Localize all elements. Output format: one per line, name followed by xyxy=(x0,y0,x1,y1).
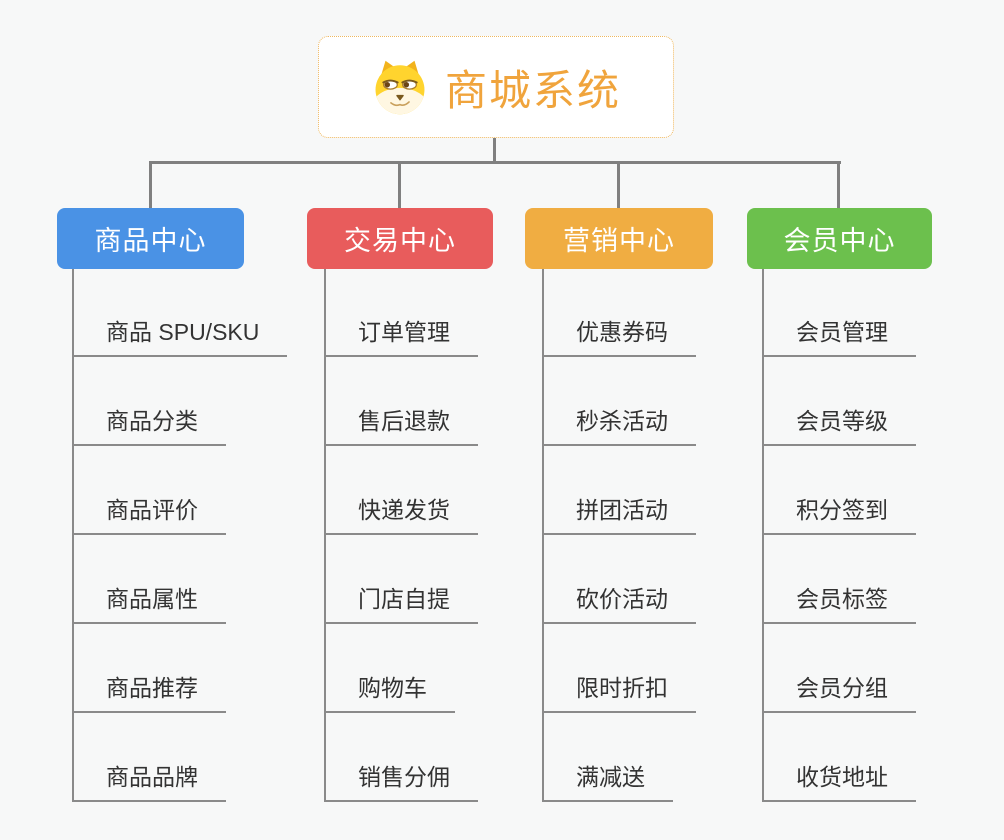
connector-root-stem xyxy=(493,136,496,164)
branch-box-trade-center[interactable]: 交易中心 xyxy=(307,208,493,269)
leaf-node[interactable]: 销售分佣 xyxy=(324,762,478,802)
root-node[interactable]: 商城系统 xyxy=(318,36,674,138)
connector-drop-trade xyxy=(398,161,401,209)
root-title: 商城系统 xyxy=(444,66,621,114)
leaf-node[interactable]: 订单管理 xyxy=(324,317,478,357)
leaf-node[interactable]: 拼团活动 xyxy=(542,495,696,535)
leaf-node[interactable]: 会员分组 xyxy=(762,673,916,713)
branch-box-member-center[interactable]: 会员中心 xyxy=(747,208,932,269)
leaf-node[interactable]: 满减送 xyxy=(542,762,673,802)
leaf-node[interactable]: 商品分类 xyxy=(72,406,226,446)
branch-box-marketing-center[interactable]: 营销中心 xyxy=(525,208,713,269)
connector-bus xyxy=(149,161,841,164)
leaf-node[interactable]: 收货地址 xyxy=(762,762,916,802)
leaf-node[interactable]: 会员管理 xyxy=(762,317,916,357)
connector-drop-marketing xyxy=(617,161,620,209)
leaf-node[interactable]: 商品评价 xyxy=(72,495,226,535)
leaf-node[interactable]: 会员标签 xyxy=(762,584,916,624)
branch-label: 会员中心 xyxy=(783,226,896,256)
leaf-node[interactable]: 会员等级 xyxy=(762,406,916,446)
leaf-node[interactable]: 优惠券码 xyxy=(542,317,696,357)
trunk-marketing xyxy=(542,268,544,802)
trunk-trade xyxy=(324,268,326,802)
leaf-node[interactable]: 售后退款 xyxy=(324,406,478,446)
leaf-node[interactable]: 砍价活动 xyxy=(542,584,696,624)
doge-icon xyxy=(371,58,429,116)
branch-label: 交易中心 xyxy=(344,226,456,256)
leaf-node[interactable]: 限时折扣 xyxy=(542,673,696,713)
branch-label: 商品中心 xyxy=(94,226,207,256)
leaf-node[interactable]: 积分签到 xyxy=(762,495,916,535)
branch-box-product-center[interactable]: 商品中心 xyxy=(57,208,244,269)
connector-drop-member xyxy=(837,161,840,209)
leaf-node[interactable]: 商品 SPU/SKU xyxy=(72,317,288,357)
leaf-node[interactable]: 商品推荐 xyxy=(72,673,226,713)
leaf-node[interactable]: 门店自提 xyxy=(324,584,478,624)
branch-label: 营销中心 xyxy=(563,226,675,256)
trunk-product xyxy=(72,268,74,802)
leaf-node[interactable]: 购物车 xyxy=(324,673,455,713)
leaf-node[interactable]: 秒杀活动 xyxy=(542,406,696,446)
leaf-node[interactable]: 商品属性 xyxy=(72,584,226,624)
leaf-node[interactable]: 商品品牌 xyxy=(72,762,226,802)
connector-drop-product xyxy=(149,161,152,209)
trunk-member xyxy=(762,268,764,802)
leaf-node[interactable]: 快递发货 xyxy=(324,495,478,535)
